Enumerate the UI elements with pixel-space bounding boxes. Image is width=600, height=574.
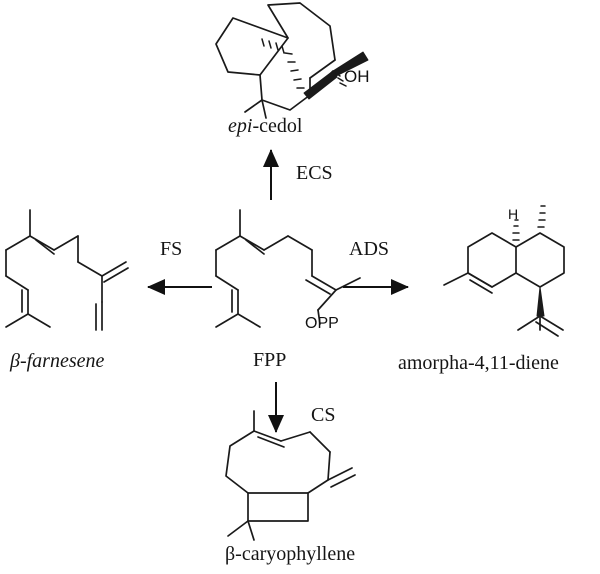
enzyme-label-fs: FS bbox=[160, 238, 183, 260]
enzyme-label-ads: ADS bbox=[349, 238, 390, 260]
compound-label-amorpha-4-11-diene: amorpha-4,11-diene bbox=[398, 352, 559, 374]
structure-beta-farnesene bbox=[5, 209, 129, 331]
opp-substituent-label: OPP bbox=[305, 315, 339, 332]
hydrogen-substituent-label: H bbox=[508, 206, 519, 222]
structure-amorpha-4-11-diene bbox=[443, 205, 565, 337]
enzyme-label-cs: CS bbox=[311, 404, 336, 426]
oh-substituent-label: OH bbox=[344, 67, 370, 86]
epi-cedol-italic-prefix: epi bbox=[228, 115, 253, 137]
compound-label-fpp: FPP bbox=[253, 349, 287, 371]
compound-label-epi-cedol: epi-cedol bbox=[228, 116, 302, 136]
structure-beta-caryophyllene bbox=[225, 410, 356, 541]
structure-epi-cedol bbox=[215, 2, 369, 119]
epi-cedol-roman-suffix: -cedol bbox=[252, 115, 303, 137]
compound-label-beta-caryophyllene: β-caryophyllene bbox=[225, 543, 356, 565]
compound-label-beta-farnesene: β-farnesene bbox=[10, 350, 105, 372]
structure-fpp bbox=[215, 209, 361, 328]
enzyme-label-ecs: ECS bbox=[296, 162, 333, 184]
